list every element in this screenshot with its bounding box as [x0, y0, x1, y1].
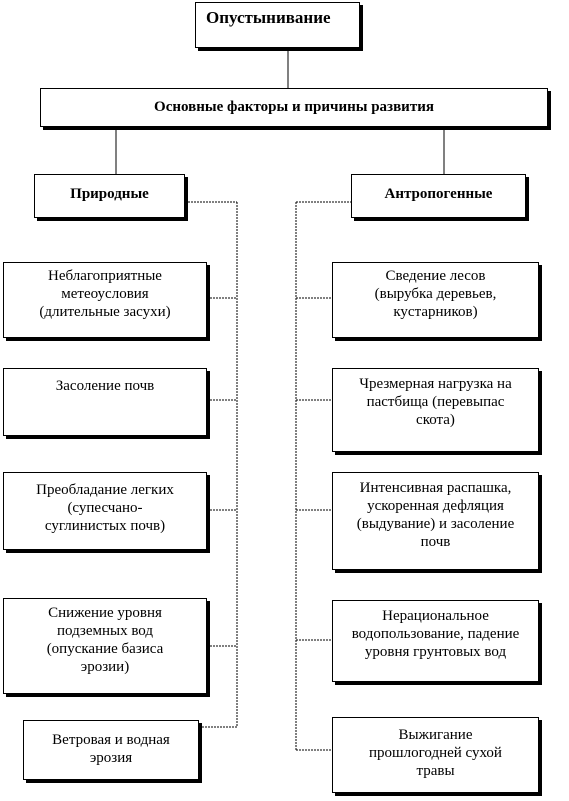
- natural-header-box: Природные: [34, 174, 185, 218]
- title-text: Опустынивание: [206, 8, 331, 27]
- natural-item-4-line-4: эрозии): [80, 659, 130, 675]
- anthropogenic-item-1-line-3: кустарников): [393, 304, 478, 320]
- natural-item-4-line-2: подземных вод: [56, 623, 154, 639]
- anthropogenic-item-3-line-1: Интенсивная распашка,: [359, 480, 512, 496]
- anthropogenic-item-5-line-3: травы: [416, 763, 455, 779]
- natural-item-4-line-1: Снижение уровня: [48, 605, 162, 621]
- natural-item-1-line-2: метеоусловия: [61, 286, 149, 302]
- anthropogenic-item-5-line-2: прошлогодней сухой: [369, 745, 502, 761]
- natural-item-5-line-1: Ветровая и водная: [52, 732, 170, 748]
- anthropogenic-item-5: Выжигание прошлогодней сухой травы: [332, 717, 539, 793]
- main-factors-box: Основные факторы и причины развития: [40, 88, 548, 127]
- anthropogenic-header-text: Антропогенные: [384, 186, 493, 202]
- anthropogenic-item-3-line-2: ускоренная дефляция: [367, 498, 504, 514]
- anthropogenic-item-3-line-3: (выдувание) и засоление: [356, 516, 515, 532]
- natural-item-5-line-2: эрозия: [89, 750, 133, 766]
- natural-item-1-line-1: Неблагоприятные: [48, 268, 162, 284]
- natural-item-3-line-2: (супесчано-: [67, 500, 143, 516]
- natural-item-4: Снижение уровня подземных вод (опускание…: [3, 598, 207, 694]
- anthropogenic-item-2: Чрезмерная нагрузка на пастбища (перевып…: [332, 368, 539, 452]
- anthropogenic-item-4-line-1: Нерациональное: [382, 608, 489, 624]
- natural-item-2: Засоление почв: [3, 368, 207, 436]
- anthropogenic-item-3: Интенсивная распашка, ускоренная дефляци…: [332, 472, 539, 570]
- anthropogenic-item-2-line-3: скота): [416, 412, 455, 428]
- natural-item-2-line-1: Засоление почв: [55, 378, 155, 394]
- anthropogenic-item-4: Нерациональное водопользование, падение …: [332, 600, 539, 682]
- natural-item-3-line-1: Преобладание легких: [36, 482, 174, 498]
- anthropogenic-item-1: Сведение лесов (вырубка деревьев, кустар…: [332, 262, 539, 338]
- natural-item-3: Преобладание легких (супесчано- суглинис…: [3, 472, 207, 550]
- natural-item-3-line-3: суглинистых почв): [44, 518, 166, 534]
- anthropogenic-item-4-line-3: уровня грунтовых вод: [364, 644, 507, 660]
- anthropogenic-header-box: Антропогенные: [351, 174, 526, 218]
- anthropogenic-item-1-line-2: (вырубка деревьев,: [374, 286, 497, 302]
- anthropogenic-item-2-line-2: пастбища (перевыпас: [366, 394, 505, 410]
- anthropogenic-item-2-line-1: Чрезмерная нагрузка на: [359, 376, 512, 392]
- anthropogenic-item-1-line-1: Сведение лесов: [385, 268, 486, 284]
- natural-item-5: Ветровая и водная эрозия: [23, 720, 199, 780]
- natural-header-text: Природные: [70, 186, 149, 202]
- natural-item-1-line-3: (длительные засухи): [39, 304, 171, 320]
- anthropogenic-item-3-line-4: почв: [420, 534, 451, 550]
- title-box: Опустынивание: [195, 2, 360, 48]
- anthropogenic-item-4-line-2: водопользование, падение: [351, 626, 520, 642]
- anthropogenic-item-5-line-1: Выжигание: [398, 727, 473, 743]
- natural-item-1: Неблагоприятные метеоусловия (длительные…: [3, 262, 207, 338]
- natural-item-4-line-3: (опускание базиса: [46, 641, 164, 657]
- main-factors-text: Основные факторы и причины развития: [154, 99, 434, 115]
